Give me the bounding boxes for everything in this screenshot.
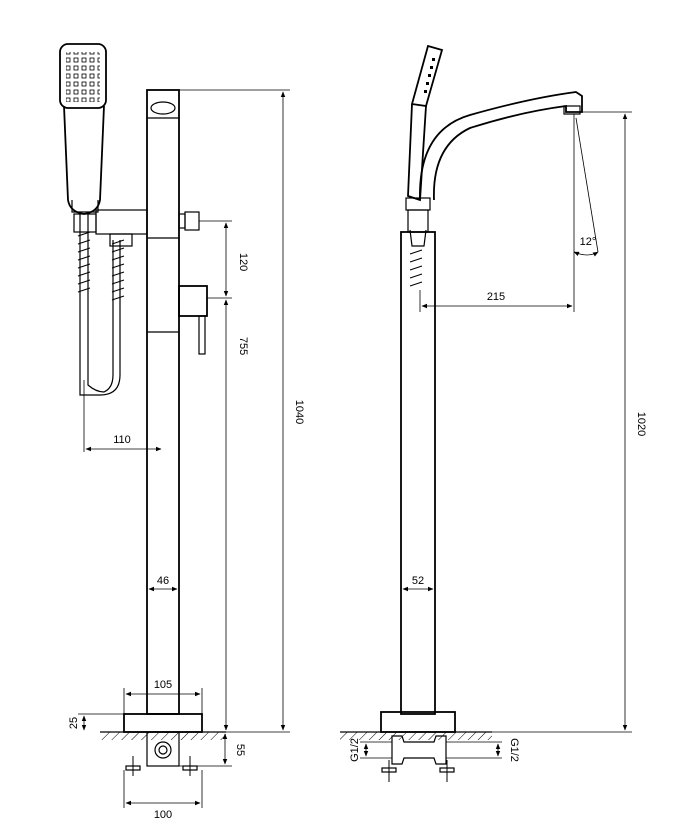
dim-46: 46 xyxy=(157,575,169,587)
dim-55: 55 xyxy=(234,744,246,756)
dim-110: 110 xyxy=(113,434,131,446)
side-view: 1020 12° 215 52 G1/2 G1/2 xyxy=(340,44,647,782)
thread-right: G1/2 xyxy=(508,738,520,762)
dim-25: 25 xyxy=(68,717,80,729)
hand-shower-side xyxy=(407,44,444,202)
shower-hose xyxy=(73,212,133,396)
dim-100: 100 xyxy=(154,809,172,821)
dim-1040: 1040 xyxy=(293,400,305,424)
dim-120: 120 xyxy=(237,253,249,271)
dim-angle: 12° xyxy=(580,236,597,248)
column-side xyxy=(400,231,436,715)
spout xyxy=(419,91,583,201)
thread-left: G1/2 xyxy=(349,738,361,762)
dim-755: 755 xyxy=(237,337,249,355)
base-plate-side xyxy=(340,711,492,782)
base-plate xyxy=(100,713,226,776)
hand-shower xyxy=(59,43,107,215)
dim-105: 105 xyxy=(154,679,172,691)
mixer-lever xyxy=(178,285,208,355)
column xyxy=(146,89,180,715)
dim-215: 215 xyxy=(487,291,505,303)
dim-1020: 1020 xyxy=(635,412,647,436)
front-dimensions: 1040 120 755 110 46 105 25 xyxy=(68,89,305,821)
front-view: 1040 120 755 110 46 105 25 xyxy=(59,43,305,821)
hose-bracket xyxy=(95,209,200,235)
hose-bracket-side xyxy=(405,197,431,287)
side-dimensions: 1020 12° 215 52 G1/2 G1/2 xyxy=(349,111,647,762)
dim-52: 52 xyxy=(412,575,424,587)
